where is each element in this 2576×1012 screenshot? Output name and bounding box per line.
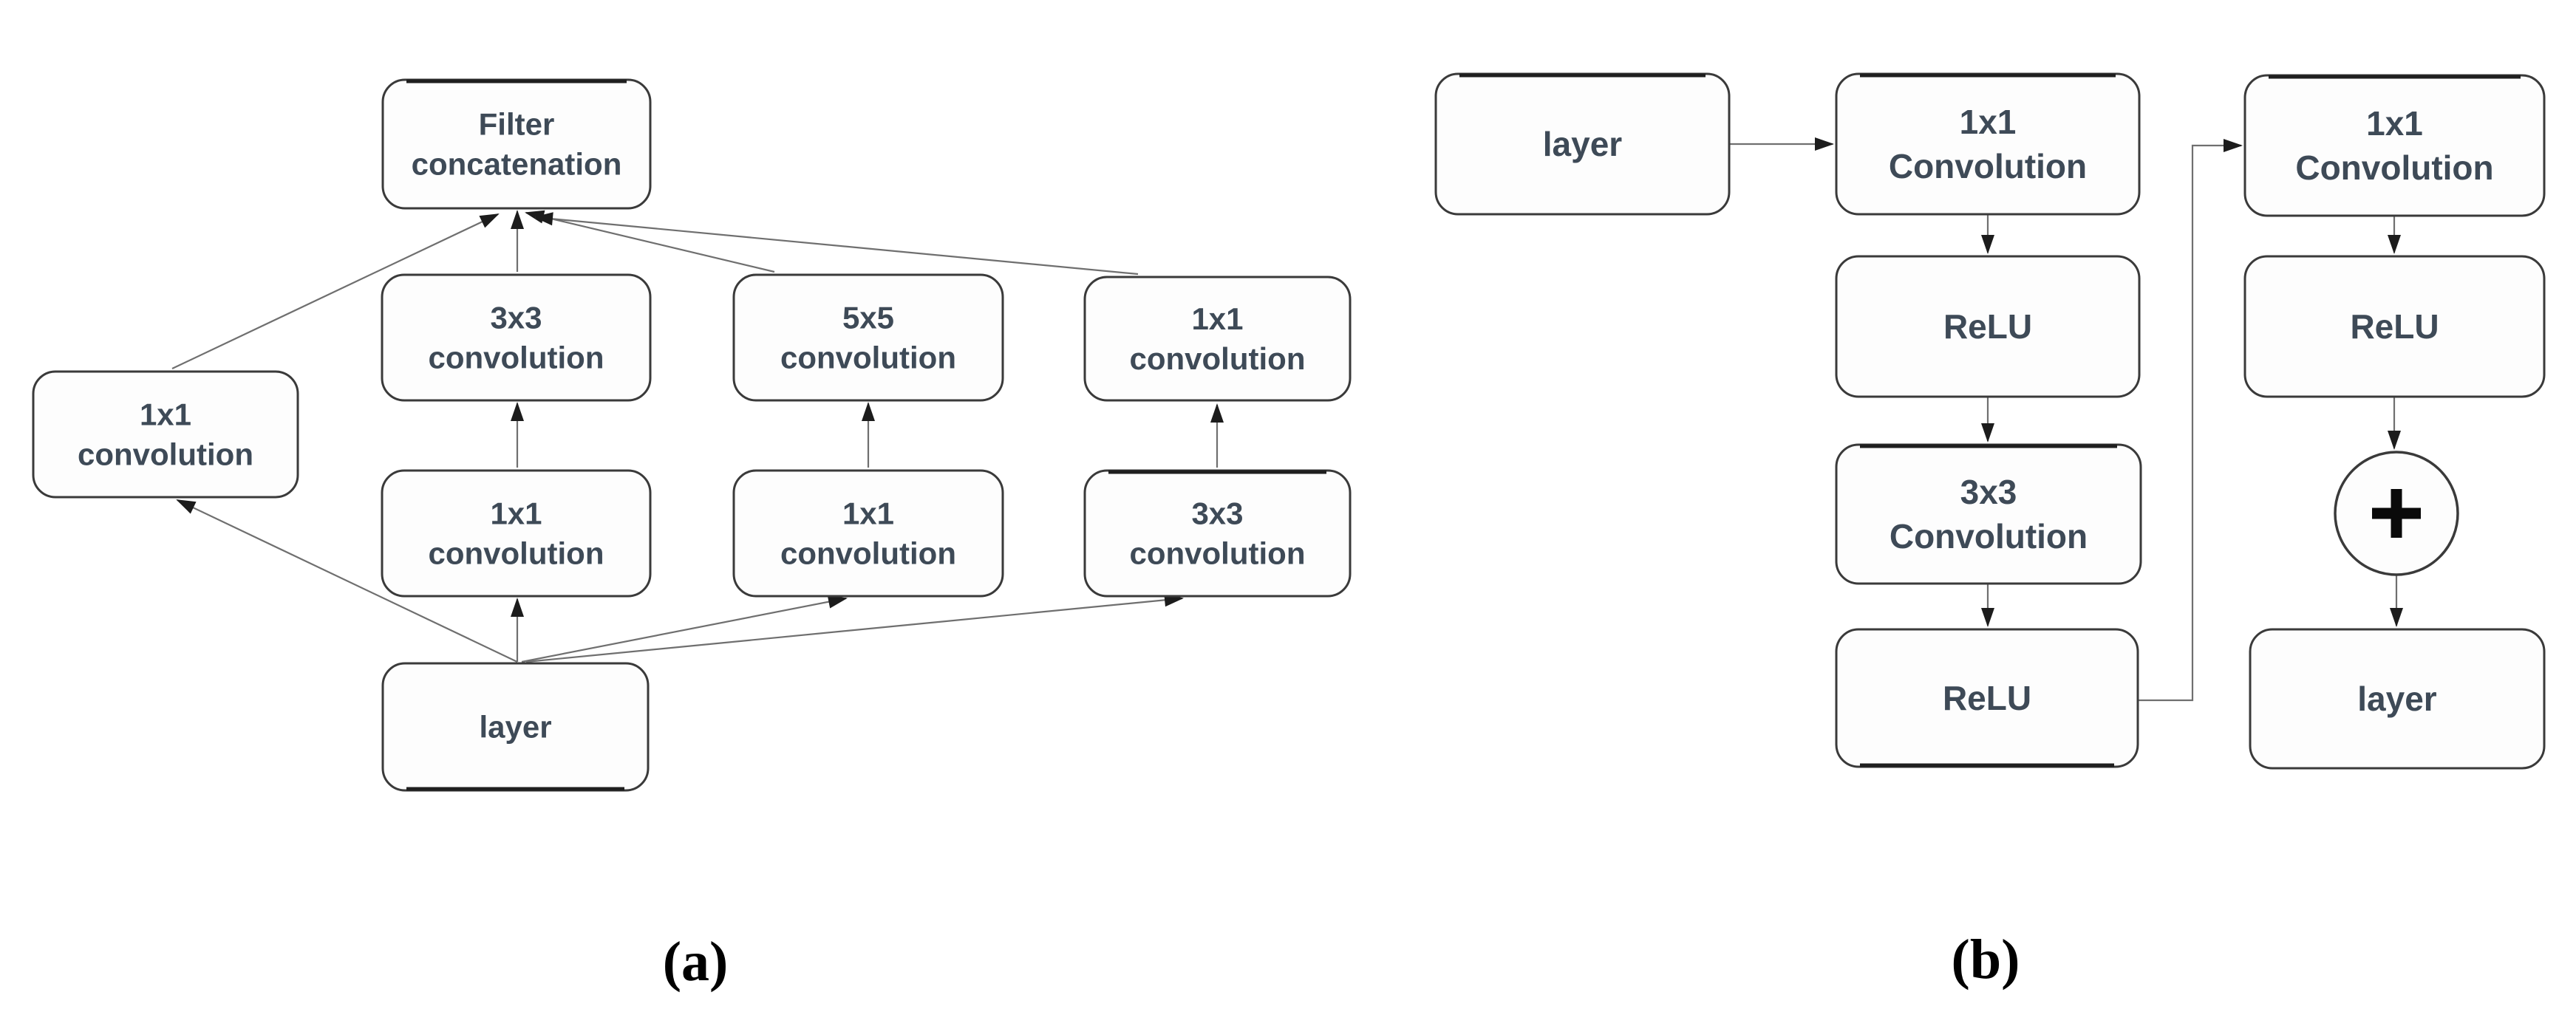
a-box-conv-3x3-bottom [1083, 469, 1352, 598]
a-box-conv-5x5 [732, 273, 1004, 402]
b-node-layer-out: layer [2249, 628, 2546, 770]
b-edge-relu-2-to-conv-1x1-b [2138, 139, 2243, 702]
b-node-layer-in: layer [1434, 72, 1731, 216]
b-node-relu-3: ReLU [2243, 255, 2546, 398]
b-box-relu-3 [2243, 255, 2546, 398]
a-box-conv-1x1-right [1083, 276, 1352, 402]
subfigure-label-a: (a) [663, 931, 729, 993]
b-node-relu-2: ReLU [1835, 628, 2139, 768]
subfigure-label-b: (b) [1952, 929, 2020, 991]
a-edge-conv-1x1-right-to-filter-concatenation [534, 212, 1139, 276]
plus-icon [2372, 489, 2421, 538]
b-label-layer-in: layer [1543, 125, 1623, 163]
b-box-conv-1x1-b [2243, 74, 2546, 217]
b-edges [1729, 137, 2403, 702]
b-label-layer-out: layer [2357, 680, 2437, 718]
b-box-conv-1x1-a [1835, 72, 2141, 216]
b-node-sum [2334, 451, 2459, 576]
a-edge-layer-to-conv-1x1-mid2 [521, 595, 848, 663]
a-edges [171, 210, 1224, 663]
a-label-layer: layer [479, 710, 551, 745]
b-label-relu-1: ReLU [1943, 307, 2032, 346]
b-node-relu-1: ReLU [1835, 255, 2141, 398]
b-label-relu-2: ReLU [1943, 679, 2031, 717]
a-box-conv-1x1-left [32, 370, 299, 499]
a-edge-layer-to-conv-3x3-bottom [525, 593, 1184, 663]
a-node-layer: layer [381, 662, 650, 792]
b-box-conv-3x3 [1835, 443, 2142, 585]
a-box-filter-concatenation [381, 78, 652, 210]
a-box-conv-1x1-mid [381, 469, 652, 598]
b-box-relu-1 [1835, 255, 2141, 398]
a-box-conv-3x3 [381, 273, 652, 402]
b-label-relu-3: ReLU [2350, 307, 2439, 346]
a-box-conv-1x1-mid2 [732, 469, 1004, 598]
a-edge-conv-5x5-to-filter-concatenation [525, 210, 775, 273]
b-box-layer-out [2249, 628, 2546, 770]
a-edge-layer-to-conv-1x1-left [176, 499, 518, 663]
a-edge-conv-1x1-left-to-filter-concatenation [171, 213, 500, 369]
